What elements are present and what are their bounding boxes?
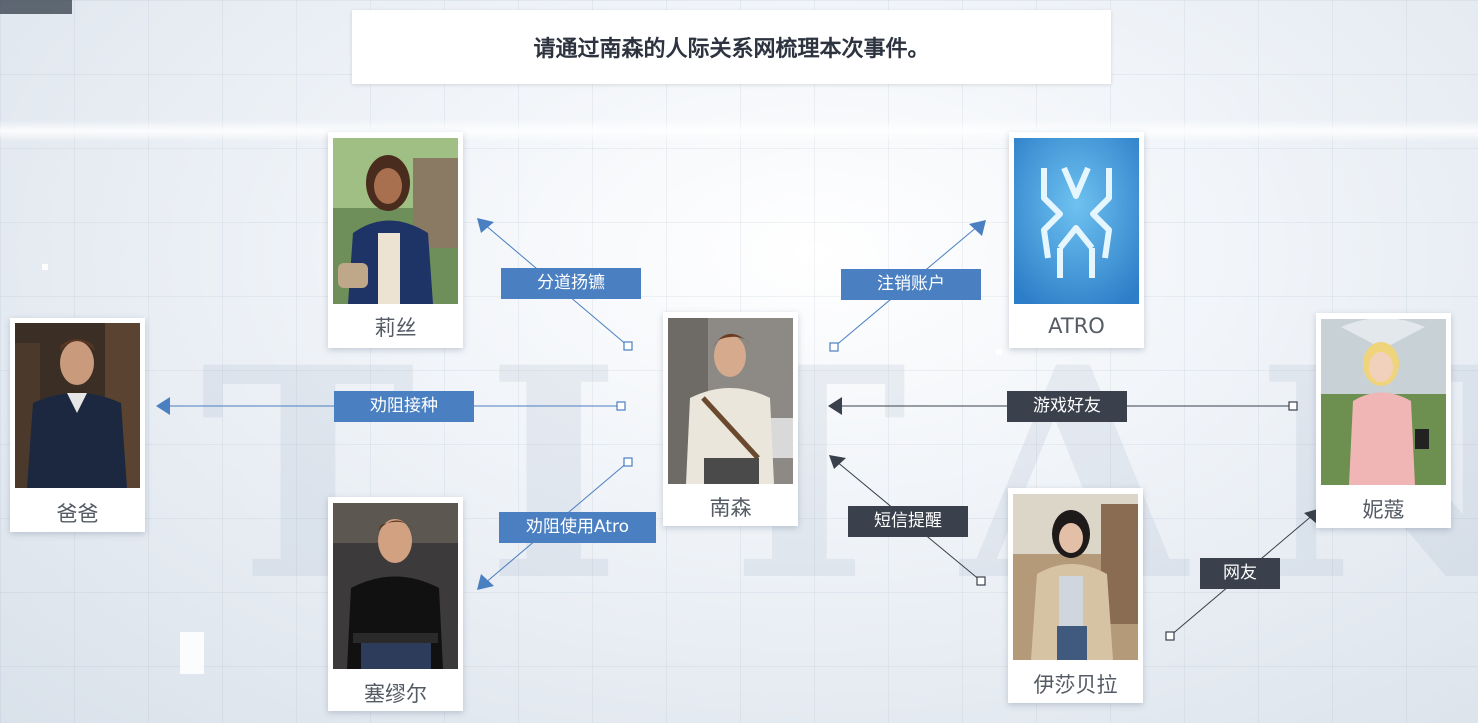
node-lisi: [623, 341, 633, 351]
baba-portrait: [15, 323, 140, 488]
node-nikou-yishabeila: [1165, 631, 1175, 641]
background-dot: [42, 264, 48, 270]
relation-label-nikou-yishabeila: 网友: [1200, 558, 1280, 589]
character-card-saimiuer[interactable]: 塞缪尔: [328, 497, 463, 711]
nikou-portrait: [1321, 319, 1446, 485]
atro-logo: [1014, 138, 1139, 304]
relation-label-baba: 劝阻接种: [334, 391, 474, 422]
arrowhead-yishabeila: [829, 455, 846, 469]
node-saimiuer: [623, 457, 633, 467]
background-bar: [180, 632, 204, 674]
arrowhead-atro: [969, 220, 986, 236]
character-card-atro[interactable]: ATRO: [1009, 132, 1144, 348]
saimiuer-portrait: [333, 503, 458, 669]
instruction-title: 请通过南森的人际关系网梳理本次事件。: [352, 10, 1111, 84]
relation-label-yishabeila: 短信提醒: [848, 506, 968, 537]
character-name-nansen: 南森: [709, 496, 752, 520]
character-card-yishabeila[interactable]: 伊莎贝拉: [1008, 488, 1143, 703]
background-dot: [996, 349, 1002, 355]
relation-label-saimiuer: 劝阻使用Atro: [499, 512, 656, 543]
character-card-baba[interactable]: 爸爸: [10, 318, 145, 532]
lisi-portrait: [333, 138, 458, 304]
character-name-nikou: 妮蔻: [1362, 498, 1405, 522]
node-nikou: [1288, 401, 1298, 411]
node-atro: [829, 342, 839, 352]
arrowhead-nikou: [828, 397, 842, 415]
arrowhead-saimiuer: [477, 574, 494, 590]
node-yishabeila: [976, 576, 986, 586]
corner-tab: [0, 0, 72, 14]
character-card-nikou[interactable]: 妮蔻: [1316, 313, 1451, 528]
nansen-portrait: [668, 318, 793, 484]
character-card-lisi[interactable]: 莉丝: [328, 132, 463, 348]
node-baba: [616, 401, 626, 411]
yishabeila-portrait: [1013, 494, 1138, 660]
character-name-baba: 爸爸: [56, 502, 99, 526]
arrowhead-baba: [156, 397, 170, 415]
relation-label-nikou: 游戏好友: [1007, 391, 1127, 422]
relation-label-atro: 注销账户: [841, 269, 981, 300]
character-name-atro: ATRO: [1048, 314, 1105, 338]
relation-label-lisi: 分道扬镳: [501, 268, 641, 299]
character-card-nansen[interactable]: 南森: [663, 312, 798, 526]
character-name-saimiuer: 塞缪尔: [364, 682, 427, 706]
arrowhead-lisi: [477, 218, 494, 233]
character-name-yishabeila: 伊莎贝拉: [1033, 673, 1118, 697]
character-name-lisi: 莉丝: [374, 316, 417, 340]
